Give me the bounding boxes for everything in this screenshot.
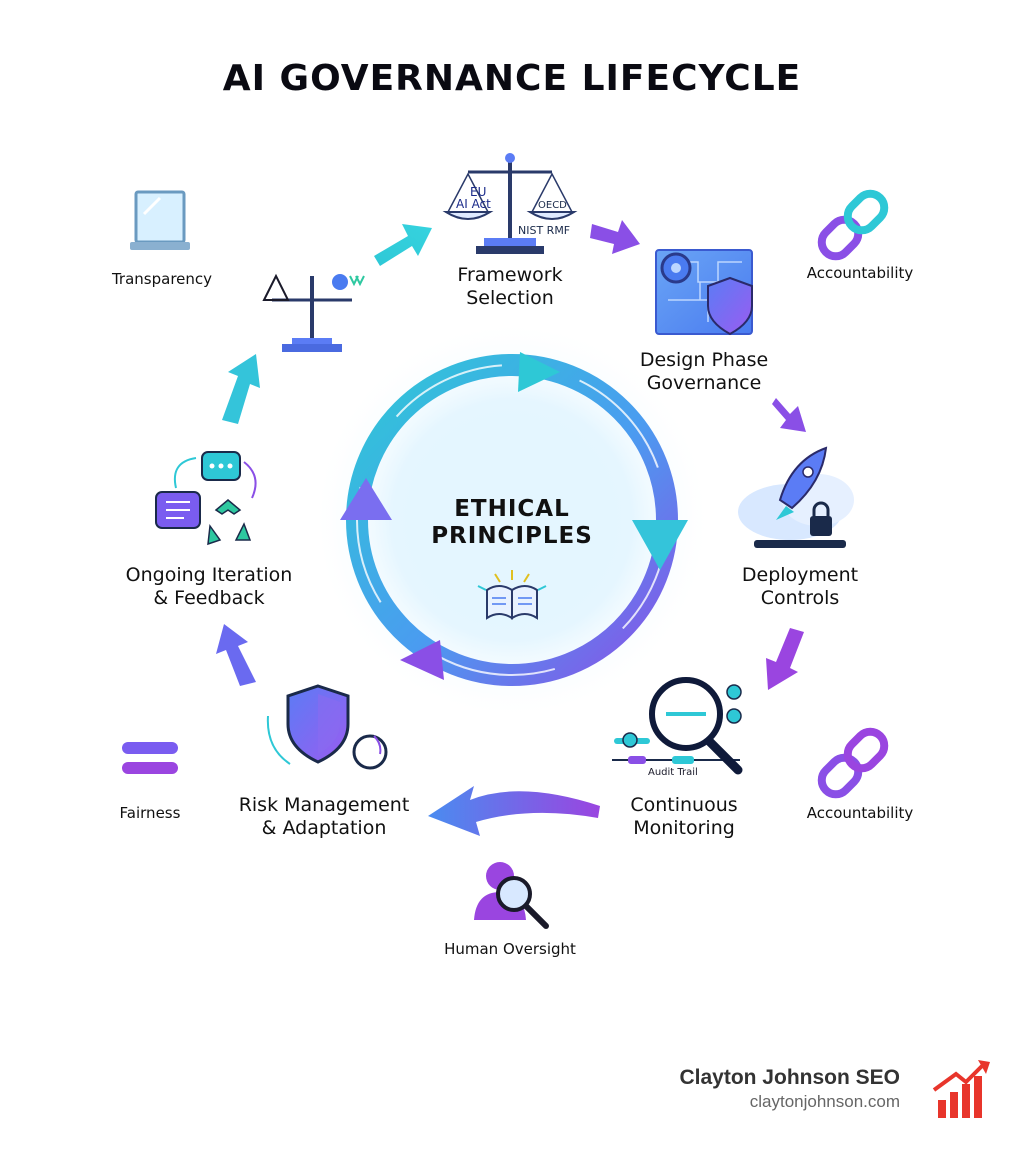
brand-name: Clayton Johnson SEO [679,1066,900,1089]
stage-design-label: Design Phase Governance [614,349,794,395]
pillar-accountability-top-label: Accountability [806,264,914,282]
pillar-accountability-bottom-label: Accountability [806,804,914,822]
stage-iteration-line1: Ongoing Iteration [125,564,293,586]
pillar-fairness-label: Fairness [119,804,181,822]
stage-deployment-label: Deployment Controls [710,564,890,610]
arrow-to-framework-icon [374,224,432,266]
ring-arrowhead-top-icon [518,352,560,392]
accountability-top-chain-icon [817,189,889,261]
stage-iteration-line2: & Feedback [153,587,265,609]
stage-risk-label: Risk Management & Adaptation [214,794,434,840]
center-cycle-ring [340,352,688,686]
framework-icon-nist-text: NIST RMF [518,224,570,237]
center-glow [312,320,712,720]
brand-block: Clayton Johnson SEO claytonjohnson.com [679,1066,900,1112]
pillar-human-oversight-label: Human Oversight [444,940,576,958]
stage-framework-label: Framework Selection [420,264,600,310]
stage-monitoring-line1: Continuous [630,794,738,816]
stage-monitoring-line2: Monitoring [633,817,735,839]
stage-deployment-line2: Controls [760,587,840,609]
stage-deployment-line1: Deployment [741,564,859,586]
ring-arrowhead-bottom-icon [400,640,444,680]
monitoring-icon-audit-text: Audit Trail [648,767,698,778]
ring-arrowhead-right-icon [632,520,688,570]
open-book-icon [477,570,547,620]
stage-framework-line2: Selection [466,287,554,309]
arrow-to-deployment-icon [772,398,806,432]
diagram-title: AI GOVERNANCE LIFECYCLE [222,58,802,99]
center-label-line2: PRINCIPLES [431,523,593,549]
arrow-to-monitoring-icon [766,628,804,690]
center-label: ETHICAL PRINCIPLES [412,496,612,550]
framework-scales-icon: EU AI Act OECD NIST RMF [442,153,578,254]
monitoring-magnifier-icon: Audit Trail [612,677,743,778]
arrow-to-scales-icon [222,354,260,424]
brand-growth-chart-icon [932,1060,990,1118]
stage-framework-line1: Framework [457,264,563,286]
stage-design-line2: Governance [646,372,762,394]
arrow-to-risk-icon [428,786,600,836]
brand-url: claytonjohnson.com [749,1092,900,1111]
human-oversight-person-icon [474,862,549,929]
ring-arrowhead-left-icon [340,478,392,520]
framework-icon-eu-text: EU [470,185,486,199]
flow-arrows [216,220,806,836]
deployment-rocket-icon [738,446,854,548]
design-blueprint-shield-icon [655,249,753,336]
stage-risk-line2: & Adaptation [261,817,387,839]
center-label-line1: ETHICAL [454,496,570,522]
framework-icon-aiact-text: AI Act [456,197,491,211]
pillar-transparency-label: Transparency [111,270,213,288]
risk-shield-icon [266,684,388,770]
transparency-glass-icon [130,190,190,250]
stage-iteration-label: Ongoing Iteration & Feedback [104,564,314,610]
stage-risk-line1: Risk Management [238,794,410,816]
stage-design-line1: Design Phase [639,349,769,371]
arrow-to-design-icon [590,220,640,254]
stage-monitoring-label: Continuous Monitoring [594,794,774,840]
small-scales-icon [262,273,365,352]
iteration-feedback-icon [155,451,257,546]
arrow-to-iteration-icon [216,624,256,686]
framework-icon-oecd-text: OECD [538,200,567,211]
accountability-bottom-chain-icon [817,727,889,799]
fairness-equals-icon [122,742,178,774]
